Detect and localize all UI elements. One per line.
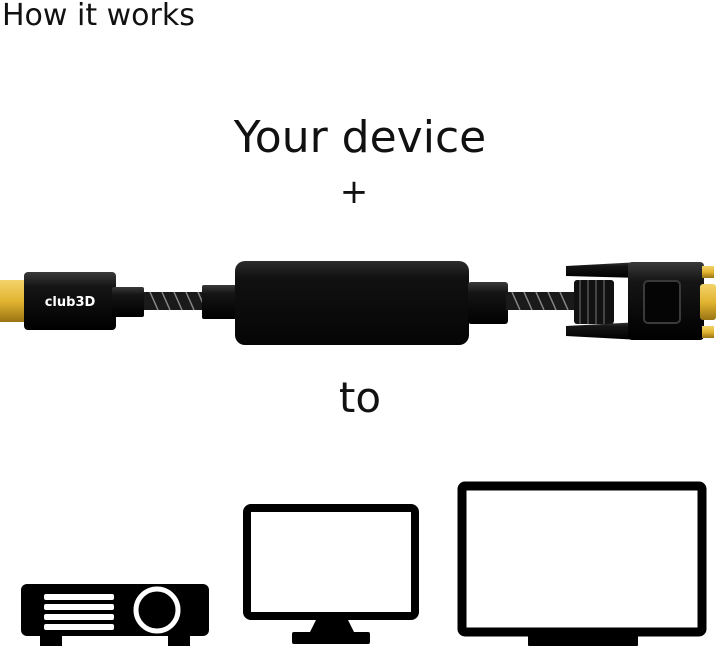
usb-c-plug-icon: club3D [0, 272, 144, 330]
device-label: Your device [233, 112, 487, 163]
brand-logo: club3D [45, 295, 96, 310]
tv-icon [457, 481, 707, 646]
cable-left [144, 285, 238, 319]
projector-icon [21, 584, 209, 646]
page-heading: How it works [2, 0, 195, 33]
cable-right [506, 291, 576, 311]
vga-plug-icon [566, 262, 716, 340]
converter-box-icon [235, 261, 508, 345]
to-label: to [338, 373, 382, 422]
plus-symbol: + [339, 172, 369, 212]
monitor-icon [243, 504, 419, 644]
